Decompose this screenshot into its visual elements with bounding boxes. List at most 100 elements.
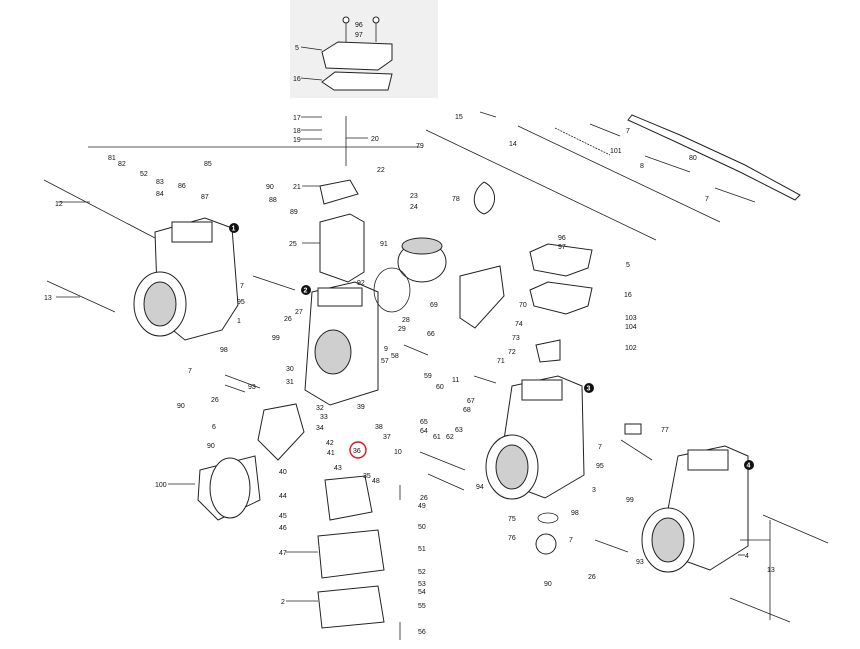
label-11: 11 bbox=[452, 377, 459, 384]
label-78: 78 bbox=[452, 196, 460, 203]
carburetor-4 bbox=[641, 445, 749, 573]
label-67: 67 bbox=[467, 398, 475, 405]
part-labels: 96 97 5 16 17 18 19 20 22 21 23 24 15 7 … bbox=[44, 22, 775, 636]
label-86: 86 bbox=[178, 183, 186, 190]
carburetor-1 bbox=[133, 217, 239, 341]
label-5: 5 bbox=[295, 45, 299, 52]
shafts-group bbox=[43, 114, 829, 623]
label-16: 16 bbox=[293, 76, 301, 83]
label-26d: 26 bbox=[588, 574, 596, 581]
label-48: 48 bbox=[372, 478, 380, 485]
label-98: 98 bbox=[220, 347, 228, 354]
label-7c: 7 bbox=[240, 283, 244, 290]
label-59: 59 bbox=[424, 373, 432, 380]
label-102: 102 bbox=[625, 345, 637, 352]
leader-lines bbox=[56, 46, 771, 620]
label-2: 2 bbox=[281, 599, 285, 606]
label-45: 45 bbox=[279, 513, 287, 520]
label-7: 7 bbox=[626, 128, 630, 135]
label-33: 33 bbox=[320, 414, 328, 421]
carb-badges: 1 2 3 4 bbox=[229, 223, 754, 470]
label-24: 24 bbox=[410, 204, 418, 211]
label-101: 101 bbox=[610, 148, 622, 155]
label-8: 8 bbox=[640, 163, 644, 170]
label-104: 104 bbox=[625, 324, 637, 331]
label-14: 14 bbox=[509, 141, 517, 148]
label-53: 53 bbox=[418, 581, 426, 588]
label-7e: 7 bbox=[598, 444, 602, 451]
label-73: 73 bbox=[512, 335, 520, 342]
label-97b: 97 bbox=[558, 244, 566, 251]
label-55: 55 bbox=[418, 603, 426, 610]
label-80: 80 bbox=[689, 155, 697, 162]
label-52: 52 bbox=[140, 171, 148, 178]
pins-group bbox=[224, 111, 756, 640]
label-32: 32 bbox=[316, 405, 324, 412]
label-4: 4 bbox=[745, 553, 749, 560]
label-77: 77 bbox=[661, 427, 669, 434]
label-9: 9 bbox=[384, 346, 388, 353]
label-100: 100 bbox=[155, 482, 167, 489]
label-13: 13 bbox=[44, 295, 52, 302]
highlight-circle bbox=[349, 441, 367, 459]
carburetor-2 bbox=[304, 281, 379, 406]
label-97: 97 bbox=[355, 32, 363, 39]
label-71: 71 bbox=[497, 358, 505, 365]
label-68: 68 bbox=[463, 407, 471, 414]
label-39: 39 bbox=[357, 404, 365, 411]
label-62: 62 bbox=[446, 434, 454, 441]
label-13b: 13 bbox=[767, 567, 775, 574]
label-95b: 95 bbox=[596, 463, 604, 470]
label-52b: 52 bbox=[418, 569, 426, 576]
svg-text:4: 4 bbox=[747, 463, 751, 470]
label-79: 79 bbox=[416, 143, 424, 150]
label-26b: 26 bbox=[211, 397, 219, 404]
label-85: 85 bbox=[204, 161, 212, 168]
label-90: 90 bbox=[266, 184, 274, 191]
label-22: 22 bbox=[377, 167, 385, 174]
label-90c: 90 bbox=[207, 443, 215, 450]
label-99b: 99 bbox=[626, 497, 634, 504]
label-29: 29 bbox=[398, 326, 406, 333]
label-41: 41 bbox=[327, 450, 335, 457]
svg-text:2: 2 bbox=[304, 288, 308, 295]
carburetor-3 bbox=[485, 375, 585, 500]
label-82: 82 bbox=[118, 161, 126, 168]
highlighted-part-36[interactable]: 36 bbox=[349, 441, 367, 459]
label-88: 88 bbox=[269, 197, 277, 204]
label-93b: 93 bbox=[636, 559, 644, 566]
label-46: 46 bbox=[279, 525, 287, 532]
label-49: 49 bbox=[418, 503, 426, 510]
label-92: 92 bbox=[357, 280, 365, 287]
label-42: 42 bbox=[326, 440, 334, 447]
label-74: 74 bbox=[515, 321, 523, 328]
svg-text:1: 1 bbox=[232, 226, 236, 233]
label-66: 66 bbox=[427, 331, 435, 338]
label-103: 103 bbox=[625, 315, 637, 322]
label-40: 40 bbox=[279, 469, 287, 476]
label-21: 21 bbox=[293, 184, 301, 191]
label-89: 89 bbox=[290, 209, 298, 216]
label-90d: 90 bbox=[544, 581, 552, 588]
label-63: 63 bbox=[455, 427, 463, 434]
label-10: 10 bbox=[394, 449, 402, 456]
label-81: 81 bbox=[108, 155, 116, 162]
label-27: 27 bbox=[295, 309, 303, 316]
label-84: 84 bbox=[156, 191, 164, 198]
label-15: 15 bbox=[455, 114, 463, 121]
label-91: 91 bbox=[380, 241, 388, 248]
label-19: 19 bbox=[293, 137, 301, 144]
label-50: 50 bbox=[418, 524, 426, 531]
label-95: 95 bbox=[237, 299, 245, 306]
label-70: 70 bbox=[519, 302, 527, 309]
label-64: 64 bbox=[420, 428, 428, 435]
label-61: 61 bbox=[433, 434, 441, 441]
svg-text:3: 3 bbox=[587, 386, 591, 393]
label-83: 83 bbox=[156, 179, 164, 186]
label-60: 60 bbox=[436, 384, 444, 391]
label-3b: 3 bbox=[592, 487, 596, 494]
label-72: 72 bbox=[508, 349, 516, 356]
label-1: 1 bbox=[237, 318, 241, 325]
label-7b: 7 bbox=[705, 196, 709, 203]
